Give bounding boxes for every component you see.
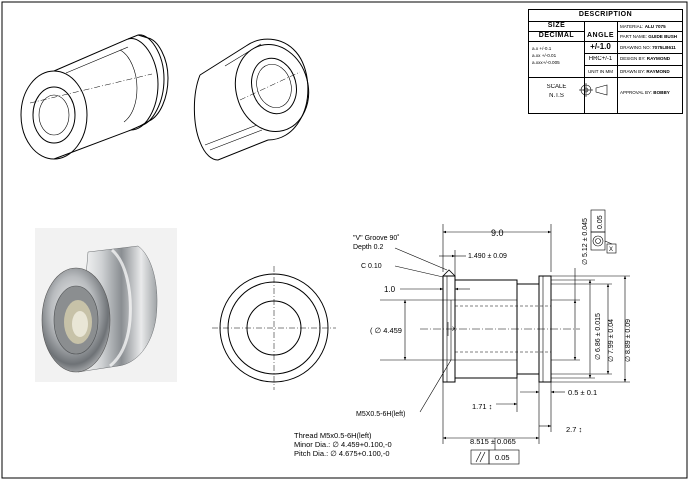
material-value: ALU 7075 [644, 24, 666, 29]
dim-len-05: 0.5 ± 0.1 [568, 388, 597, 397]
thread-note-3: Pitch Dia.: ∅ 4.675+0.100,-0 [294, 449, 390, 458]
part-name-label: PART NAME: [620, 34, 648, 39]
scale-label: SCALE [546, 84, 567, 90]
dimension-text: 9.0 1.490 ± 0.09 "V" Groove 90˚ Depth 0.… [294, 215, 632, 462]
tolerance-1: a.x +/-0.1 [532, 46, 552, 51]
tolerance-3: a.xxx+/-0.005 [532, 60, 560, 65]
dim-dia-512: ∅ 5.12 ± 0.045 [582, 218, 589, 265]
drawn-by-row: DRAWN BY: RAYMOND [620, 69, 682, 74]
unit-label: UNIT IN MM [588, 69, 613, 74]
nts-label: N.T.S [549, 93, 564, 99]
iso-view-right [193, 38, 310, 161]
thread-callout: M5X0.5-6H(left) [356, 411, 405, 418]
drawn-by-value: RAYMOND [646, 69, 670, 74]
drawing-no-value: 7075LB611 [652, 45, 676, 50]
approval-row: APPROVAL BY: BOBBY [620, 90, 682, 95]
design-by-value: RAYMOND [646, 56, 671, 61]
title-block: DESCRIPTION SIZE DECIMAL ANGLE a.x +/-0.… [528, 9, 683, 114]
dim-dia-889: ∅ 8.89 ± 0.09 [625, 319, 632, 362]
design-by-row: DESIGN BY: RAYMOND [620, 56, 682, 61]
approval-value: BOBBY [653, 90, 670, 95]
material-row: MATERIAL: ALU 7075 [620, 24, 682, 29]
groove-note-2: Depth 0.2 [353, 244, 383, 251]
dim-len-171: 1.71 ↕ [472, 402, 492, 411]
angle-header: ANGLE [587, 32, 614, 39]
hrc-tolerance: HRC+/-1 [588, 56, 613, 62]
dim-bore: ( ∅ 4.459 [370, 326, 402, 335]
dim-groove-offset: 1.490 ± 0.09 [468, 253, 507, 260]
angle-tolerance: +/-1.0 [590, 42, 611, 51]
drawing-no-row: DRAWING NO: 7075LB611 [620, 45, 682, 50]
iso-view-left [20, 34, 169, 160]
groove-note-1: "V" Groove 90˚ [353, 234, 400, 242]
dimension-lines [380, 209, 630, 465]
end-view [212, 266, 336, 390]
dim-lip: 1.0 [384, 285, 396, 294]
dim-len-8515: 8.515 ± 0.065 [470, 437, 516, 446]
drawing-no-label: DRAWING NO: [620, 45, 651, 50]
roundness-tol: 0.05 [597, 215, 604, 229]
projection-symbol-icon [579, 83, 608, 97]
thread-note-1: Thread M5x0.5-6H(left) [294, 431, 372, 440]
drawn-by-label: DRAWN BY: [620, 69, 646, 74]
tolerance-2: a.xx +/-0.01 [532, 53, 557, 58]
dim-overall-length: 9.0 [491, 228, 504, 238]
part-name-row: PART NAME: GUIDE BUSH [620, 34, 682, 39]
dim-len-27: 2.7 ↕ [566, 425, 582, 434]
part-name-value: GUIDE BUSH [648, 34, 678, 39]
description-header: DESCRIPTION [578, 11, 633, 18]
material-label: MATERIAL: [620, 24, 644, 29]
size-header: SIZE [547, 22, 566, 29]
approval-label: APPROVAL BY: [620, 90, 653, 95]
section-view [420, 269, 580, 383]
decimal-header: DECIMAL [538, 32, 575, 39]
part-photo [35, 228, 177, 382]
datum-x: X [609, 247, 613, 253]
design-by-label: DESIGN BY: [620, 56, 646, 61]
dim-dia-799: ∅ 7.99 ± 0.04 [608, 319, 615, 362]
dim-chamfer: C 0.10 [361, 263, 382, 270]
datum-x-small: X [452, 327, 456, 333]
thread-note-2: Minor Dia.: ∅ 4.459+0.100,-0 [294, 440, 392, 449]
parallel-tol: 0.05 [495, 453, 510, 462]
dim-dia-686: ∅ 6.86 ± 0.015 [595, 313, 602, 360]
